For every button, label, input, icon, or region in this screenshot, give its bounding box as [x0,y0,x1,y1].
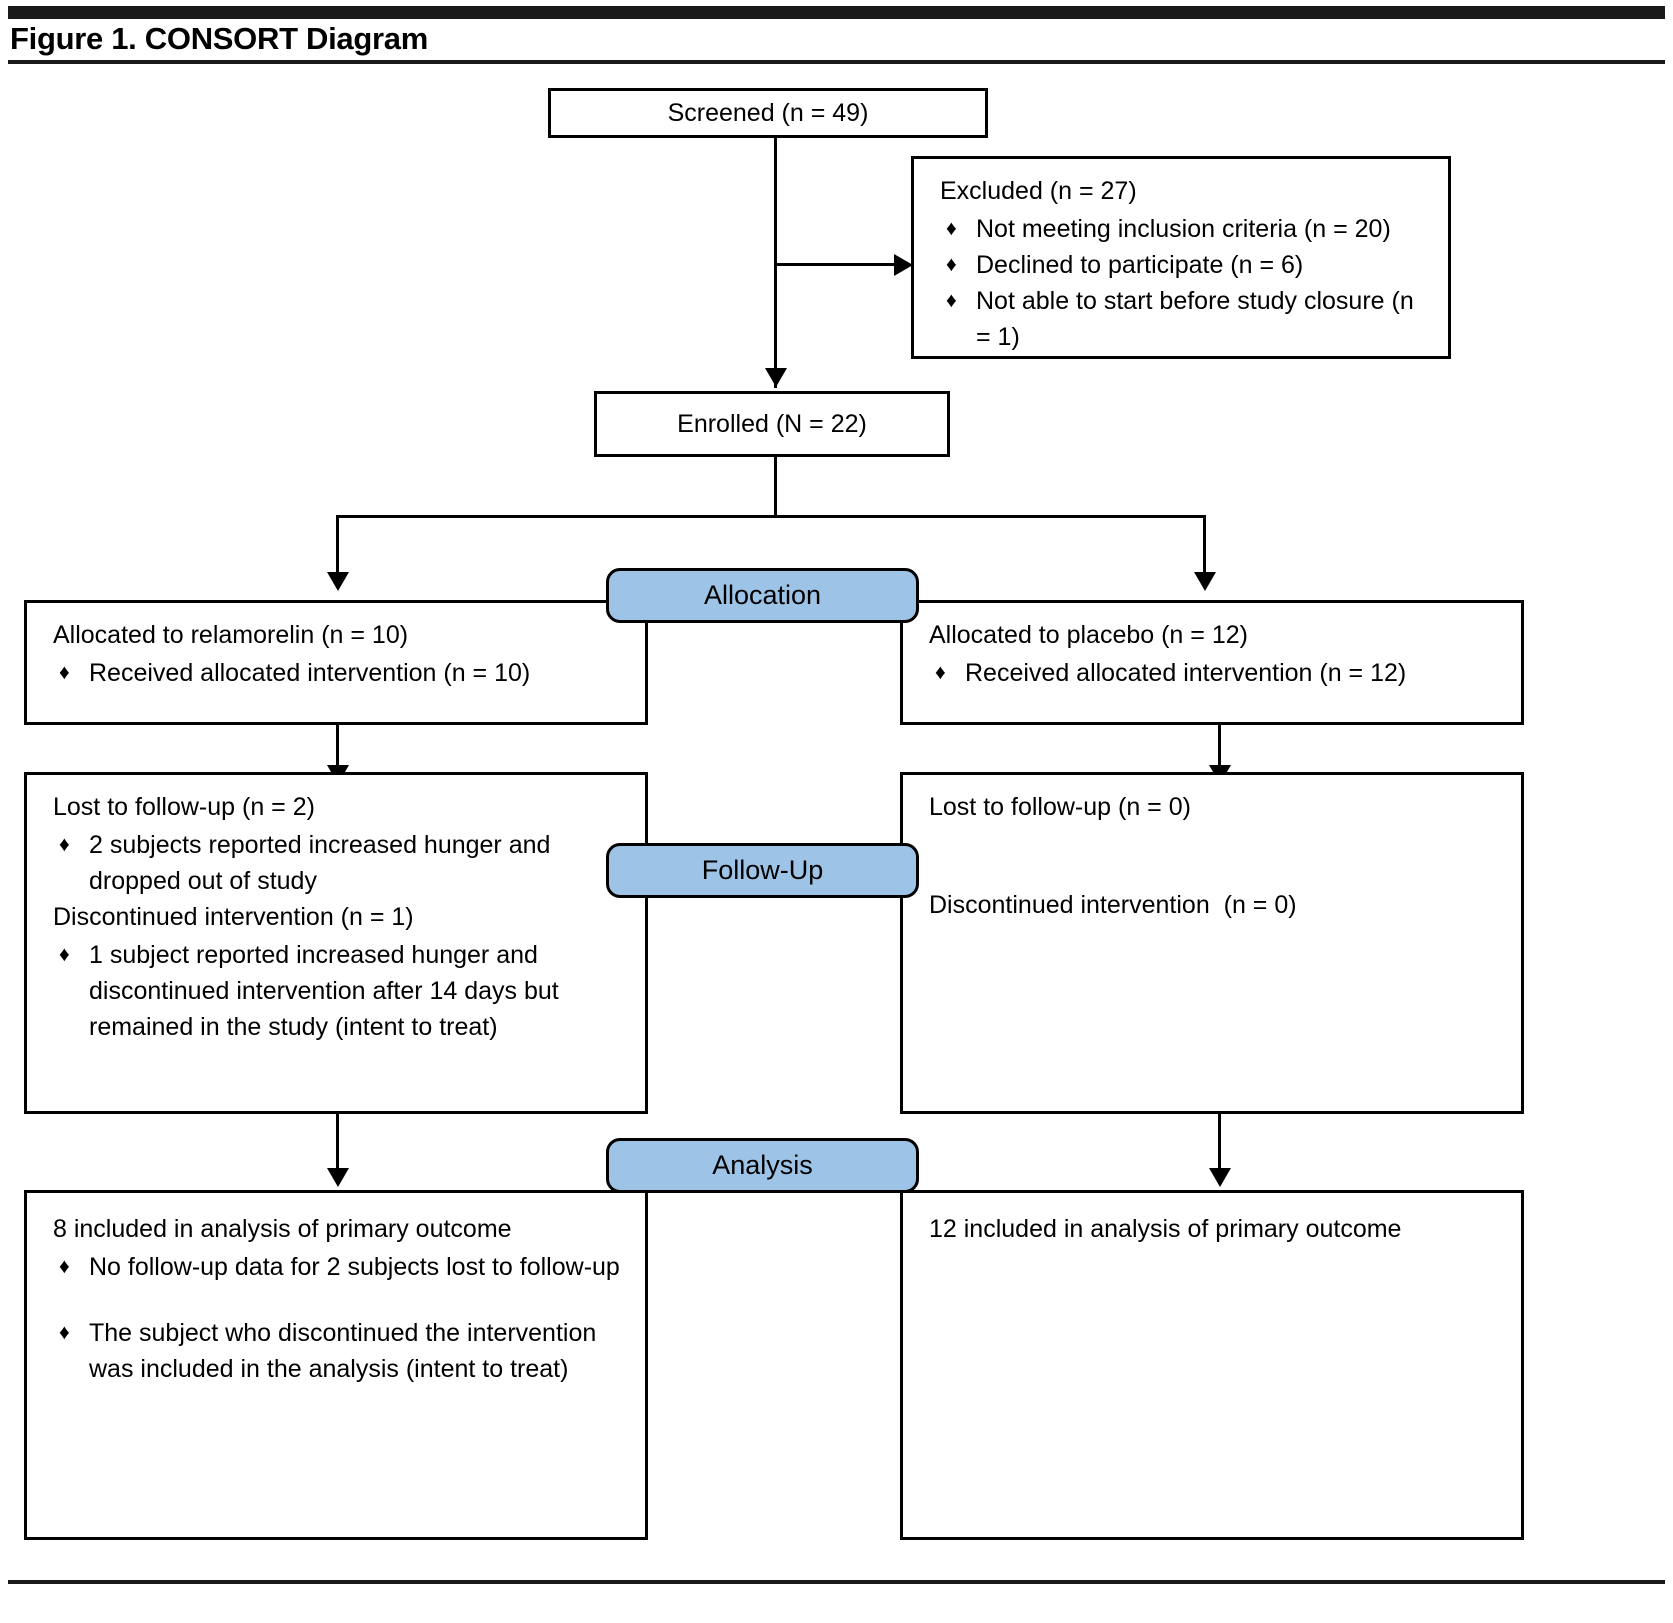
list-item: ♦ No follow‑up data for 2 subjects lost … [53,1249,627,1285]
list-item: ♦ 1 subject reported increased hunger an… [53,937,627,1045]
node-followup-right-lead-1: Lost to follow-up (n = 0) [929,793,1191,821]
arrow-screened-to-enrolled [765,368,787,387]
node-enrolled-label: Enrolled (N = 22) [677,410,867,438]
stage-banner-followup-label: Follow-Up [701,855,824,885]
connector-followup-right-to-analysis [1218,1114,1221,1176]
diamond-bullet-icon: ♦ [59,833,70,856]
diamond-bullet-icon: ♦ [946,289,957,312]
node-followup-left-bullets-2: ♦ 1 subject reported increased hunger an… [53,937,627,1045]
node-allocation-left: Allocated to relamorelin (n = 10) ♦ Rece… [24,600,648,725]
node-analysis-right-lead: 12 included in analysis of primary outco… [929,1215,1402,1243]
node-allocation-left-bullets: ♦ Received allocated intervention (n = 1… [53,655,627,691]
list-item: ♦ Not able to start before study closure… [940,283,1430,355]
node-analysis-left: 8 included in analysis of primary outcom… [24,1190,648,1540]
list-item-text: Declined to participate (n = 6) [976,251,1304,279]
list-item-text: Received allocated intervention (n = 12) [965,659,1407,687]
node-screened: Screened (n = 49) [548,88,988,138]
node-followup-left-lead-2: Discontinued intervention (n = 1) [53,903,414,931]
list-item: ♦ The subject who discontinued the inter… [53,1315,627,1387]
arrow-allocation-right [1194,572,1216,591]
node-analysis-right: 12 included in analysis of primary outco… [900,1190,1524,1540]
list-item: ♦ Not meeting inclusion criteria (n = 20… [940,211,1430,247]
stage-banner-analysis: Analysis [606,1138,919,1193]
list-item-text: 2 subjects reported increased hunger and… [89,831,551,895]
connector-enrolled-stem [774,457,777,517]
arrow-screened-to-excluded [894,254,913,276]
list-item: ♦ 2 subjects reported increased hunger a… [53,827,627,899]
page-title: Figure 1. CONSORT Diagram [10,21,428,56]
list-item-text: Not able to start before study closure (… [976,287,1414,351]
list-item-text: No follow‑up data for 2 subjects lost to… [89,1253,620,1281]
title-underline-rule [8,60,1665,64]
stage-banner-followup: Follow-Up [606,843,919,898]
connector-alloc-right-to-followup [1218,725,1221,773]
diamond-bullet-icon: ♦ [59,1321,70,1344]
diamond-bullet-icon: ♦ [59,1255,70,1278]
connector-allocation-right-drop [1203,515,1206,577]
diamond-bullet-icon: ♦ [59,661,70,684]
arrow-analysis-right [1209,1168,1231,1187]
diamond-bullet-icon: ♦ [935,661,946,684]
top-rule [8,6,1665,19]
node-followup-left-lead-1: Lost to follow-up (n = 2) [53,793,315,821]
connector-allocation-left-drop [336,515,339,577]
node-followup-right: Lost to follow-up (n = 0) Discontinued i… [900,772,1524,1114]
list-item-text: The subject who discontinued the interve… [89,1319,597,1383]
node-followup-left-bullets-1: ♦ 2 subjects reported increased hunger a… [53,827,627,899]
arrow-analysis-left [327,1168,349,1187]
connector-screened-to-excluded [774,263,899,266]
connector-followup-left-to-analysis [336,1114,339,1176]
diamond-bullet-icon: ♦ [946,217,957,240]
list-item: ♦ Declined to participate (n = 6) [940,247,1430,283]
connector-allocation-split [336,515,1206,518]
node-excluded: Excluded (n = 27) ♦ Not meeting inclusio… [911,156,1451,359]
spacer [929,857,1503,887]
node-allocation-left-lead: Allocated to relamorelin (n = 10) [53,621,409,649]
list-item-text: Not meeting inclusion criteria (n = 20) [976,215,1391,243]
list-item-text: 1 subject reported increased hunger and … [89,941,559,1041]
bottom-rule [8,1580,1665,1584]
node-followup-left: Lost to follow-up (n = 2) ♦ 2 subjects r… [24,772,648,1114]
node-screened-label: Screened (n = 49) [667,99,869,127]
diamond-bullet-icon: ♦ [59,943,70,966]
diamond-bullet-icon: ♦ [946,253,957,276]
node-allocation-right-lead: Allocated to placebo (n = 12) [929,621,1248,649]
node-excluded-lead: Excluded (n = 27) [940,177,1137,205]
stage-banner-allocation-label: Allocation [703,580,822,610]
stage-banner-allocation: Allocation [606,568,919,623]
node-analysis-left-bullets: ♦ No follow‑up data for 2 subjects lost … [53,1249,627,1387]
connector-alloc-left-to-followup [336,725,339,773]
list-item: ♦ Received allocated intervention (n = 1… [53,655,627,691]
list-item: ♦ Received allocated intervention (n = 1… [929,655,1503,691]
list-item-text: Received allocated intervention (n = 10) [89,659,531,687]
node-analysis-left-lead: 8 included in analysis of primary outcom… [53,1215,512,1243]
node-followup-right-lead-2: Discontinued intervention (n = 0) [929,891,1297,919]
stage-banner-analysis-label: Analysis [712,1150,813,1180]
node-allocation-right: Allocated to placebo (n = 12) ♦ Received… [900,600,1524,725]
spacer [53,1285,627,1315]
node-excluded-bullets: ♦ Not meeting inclusion criteria (n = 20… [940,211,1430,355]
spacer [929,827,1503,857]
node-enrolled: Enrolled (N = 22) [594,391,950,457]
node-allocation-right-bullets: ♦ Received allocated intervention (n = 1… [929,655,1503,691]
arrow-allocation-left [327,572,349,591]
